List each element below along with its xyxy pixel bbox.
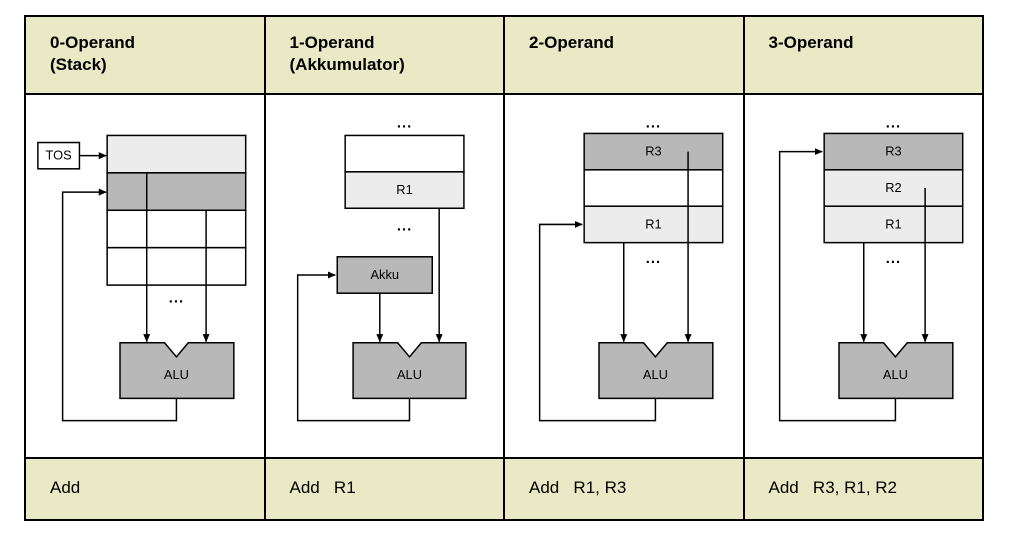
column-header-stack: 0-Operand (Stack) [26, 17, 264, 95]
column-header-2-operand: 2-Operand [505, 17, 743, 95]
registers-ellipsis-bottom: ... [396, 217, 411, 234]
instruction-example-akkumulator: Add R1 [265, 457, 503, 519]
two-operand-diagram-area: ... R3 R1 ... ALU [505, 95, 743, 457]
alu-result-feedback-wire [61, 188, 178, 422]
alu-shape [598, 341, 714, 400]
stack-cell-second [106, 172, 247, 212]
register-label-r3: R3 [885, 144, 901, 159]
register-cell-r3 [822, 132, 963, 171]
column-title-line1: 2-Operand [529, 33, 615, 52]
stack-architecture-diagram: ... TOS ALU [37, 134, 247, 422]
alu-label: ALU [882, 367, 907, 382]
column-0-operand-stack: 0-Operand (Stack) ... TOS ALU [26, 17, 266, 519]
akku-label: Akku [370, 267, 399, 282]
register-cell-empty [343, 134, 465, 173]
registers-ellipsis-top: ... [885, 114, 900, 131]
register-cell-r2 [822, 169, 963, 207]
alu-result-feedback-wire [538, 220, 657, 422]
registers-ellipsis-bottom: ... [885, 250, 900, 267]
instruction-example-3-operand: Add R3, R1, R2 [744, 457, 982, 519]
alu-shape [119, 341, 235, 400]
register-label-r1: R1 [396, 182, 412, 197]
registers-ellipsis-top: ... [646, 114, 661, 131]
alu-result-feedback-wire [778, 148, 896, 422]
column-title-line1: 1-Operand [289, 33, 375, 52]
stack-cell-fourth [106, 246, 247, 286]
register-cell-r1 [343, 171, 465, 210]
alu-result-feedback-wire [296, 271, 410, 422]
register-label-r1: R1 [885, 216, 901, 231]
register-label-r3: R3 [645, 144, 661, 159]
stack-cell-third [106, 209, 247, 249]
column-2-operand: 2-Operand ... R3 R1 ... ALU [505, 17, 745, 519]
operand-architecture-table: 0-Operand (Stack) ... TOS ALU [24, 15, 984, 521]
registers-ellipsis-bottom: ... [646, 250, 661, 267]
three-operand-architecture-diagram: ... R3 R2 R1 ... ALU [778, 114, 963, 422]
stack-cell-tos [106, 134, 247, 174]
column-1-operand-akkumulator: 1-Operand (Akkumulator) ... R1 ... Akku … [265, 17, 505, 519]
instruction-example-2-operand: Add R1, R3 [505, 457, 743, 519]
akkumulator-diagram-area: ... R1 ... Akku ALU [265, 95, 503, 457]
tos-label: TOS [46, 148, 73, 163]
alu-label: ALU [164, 367, 189, 382]
column-title-line2: (Akkumulator) [289, 55, 405, 75]
akku-register-box [336, 256, 433, 294]
registers-ellipsis-top: ... [396, 114, 411, 131]
register-label-r1: R1 [645, 216, 661, 231]
column-header-akkumulator: 1-Operand (Akkumulator) [265, 17, 503, 95]
instruction-example-stack: Add [26, 457, 264, 519]
register-cell-empty [583, 169, 724, 207]
two-operand-architecture-diagram: ... R3 R1 ... ALU [538, 114, 724, 422]
tos-pointer-box [37, 141, 81, 170]
column-title-line2: (Stack) [50, 55, 107, 75]
stack-ellipsis: ... [169, 289, 184, 306]
register-cell-r1 [822, 205, 963, 244]
register-label-r2: R2 [885, 180, 901, 195]
alu-label: ALU [643, 367, 668, 382]
alu-label: ALU [396, 367, 421, 382]
column-3-operand: 3-Operand ... R3 R2 R1 ... ALU [744, 17, 982, 519]
column-header-3-operand: 3-Operand [744, 17, 982, 95]
column-title-line1: 0-Operand [50, 33, 136, 52]
alu-shape [837, 341, 954, 400]
three-operand-diagram-area: ... R3 R2 R1 ... ALU [744, 95, 982, 457]
register-cell-r1 [583, 205, 724, 244]
alu-shape [351, 341, 467, 400]
column-title-line1: 3-Operand [768, 33, 854, 52]
akkumulator-architecture-diagram: ... R1 ... Akku ALU [296, 114, 467, 422]
stack-diagram-area: ... TOS ALU [26, 95, 264, 457]
register-cell-r3 [583, 132, 724, 171]
